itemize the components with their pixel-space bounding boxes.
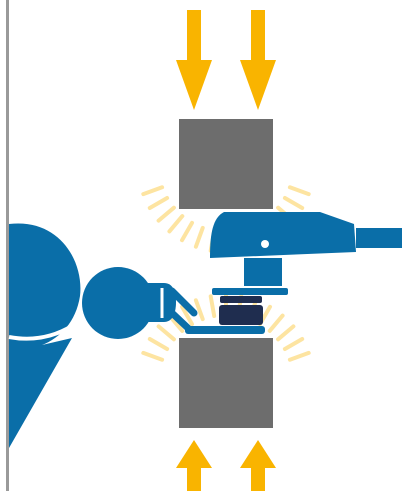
left-edge-line-icon — [6, 0, 9, 491]
glow-ray — [147, 337, 170, 351]
glow-ray — [180, 220, 194, 243]
glow-ray — [287, 185, 311, 197]
glow-ray — [141, 185, 165, 197]
lower-gray-block-icon — [179, 338, 273, 428]
glow-ray — [267, 313, 285, 333]
glow-ray — [193, 298, 205, 322]
force-arrow-down-icon — [240, 10, 276, 110]
glow-ray — [282, 196, 305, 210]
glow-ray — [287, 350, 311, 362]
glow-ray — [193, 225, 205, 249]
force-arrow-up-icon — [240, 440, 276, 491]
glow-ray — [276, 324, 296, 342]
sanding-pad-icon — [219, 296, 263, 325]
glow-ray — [180, 304, 194, 327]
glow-ray — [156, 205, 176, 223]
upper-gray-block-icon — [179, 119, 273, 209]
robot-arm-icon — [8, 223, 154, 448]
gripper-icon — [148, 283, 265, 334]
force-arrow-up-icon — [176, 440, 212, 491]
glow-ray — [147, 196, 170, 210]
force-arrow-down-icon — [176, 10, 212, 110]
glow-ray — [141, 350, 165, 362]
sanding-tool-icon — [210, 212, 402, 295]
glow-ray — [156, 324, 176, 342]
glow-ray — [282, 337, 305, 351]
glow-ray — [167, 214, 185, 234]
glow-ray — [208, 294, 217, 318]
